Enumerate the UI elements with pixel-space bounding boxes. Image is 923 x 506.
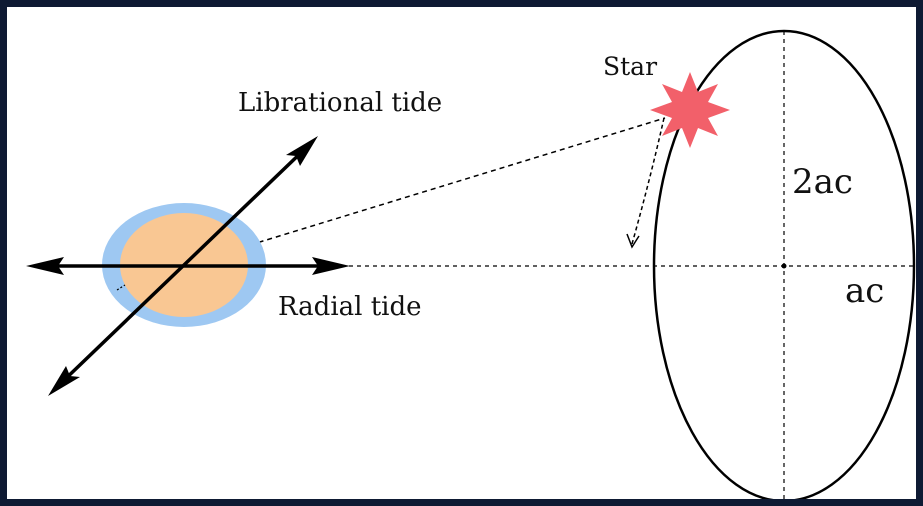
librational-tide-label: Librational tide [238,88,442,118]
librational-tide-arrow [182,144,310,267]
radial-tide-arrowhead-right [312,257,350,275]
semi-minor-label: ac [845,271,884,311]
librational-tide-arrowhead-lower [48,366,80,396]
ellipse-center [781,263,787,269]
semi-major-label: 2ac [792,162,853,202]
librational-tide-arrowhead-upper [286,136,318,166]
orbital-motion-arrowhead [626,233,640,249]
planet-star-dashed-line [249,117,666,246]
star-label: Star [603,52,657,81]
planet-tilt-dotted [116,284,126,291]
radial-tide-label: Radial tide [278,292,422,322]
orbital-motion-arrow [631,117,665,245]
tidal-diagram: Star Librational tide Radial tide 2ac ac [26,29,916,499]
star-icon [650,72,730,148]
librational-tide-arrow-lower [56,263,186,388]
radial-tide-arrowhead-left [26,257,64,275]
